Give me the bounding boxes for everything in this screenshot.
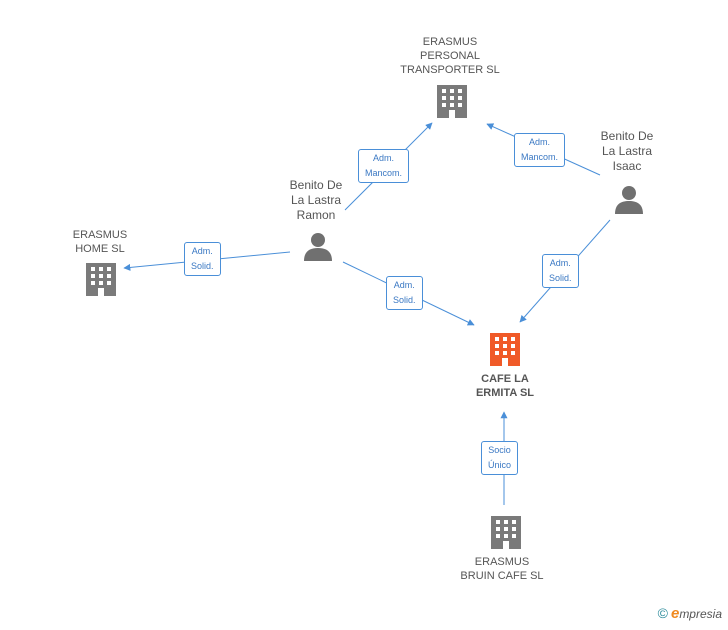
- person-icon[interactable]: [615, 186, 643, 214]
- building-icon[interactable]: [437, 85, 467, 118]
- node-label-erasmus-bruin[interactable]: ERASMUS BRUIN CAFE SL: [460, 556, 544, 582]
- copyright-icon: ©: [657, 605, 668, 621]
- edge-label-ramon-to-personal: Adm. Mancom.: [358, 149, 410, 183]
- node-label-erasmus-personal[interactable]: ERASMUS PERSONAL TRANSPORTER SL: [400, 36, 500, 76]
- node-label-erasmus-home[interactable]: ERASMUS HOME SL: [72, 229, 128, 255]
- edge-label-isaac-to-cafe: Adm. Solid.: [542, 254, 579, 288]
- node-label-benito-isaac[interactable]: Benito De La Lastra Isaac: [600, 129, 654, 173]
- building-icon[interactable]: [491, 516, 521, 549]
- edge-label-ramon-to-cafe: Adm. Solid.: [386, 276, 423, 310]
- person-icon[interactable]: [304, 233, 332, 261]
- edge-label-bruin-to-cafe: Socio Único: [481, 441, 519, 475]
- building-icon-main[interactable]: [490, 333, 520, 366]
- node-label-cafe-la-ermita[interactable]: CAFE LA ERMITA SL: [475, 373, 535, 399]
- brand-footer[interactable]: ©empresia: [658, 605, 722, 622]
- edge-label-ramon-to-home: Adm. Solid.: [184, 242, 221, 276]
- building-icon[interactable]: [86, 263, 116, 296]
- node-label-benito-ramon[interactable]: Benito De La Lastra Ramon: [289, 178, 343, 222]
- brand-name: mpresia: [679, 607, 722, 621]
- edge-label-isaac-to-personal: Adm. Mancom.: [514, 133, 566, 167]
- brand-initial: e: [670, 605, 680, 622]
